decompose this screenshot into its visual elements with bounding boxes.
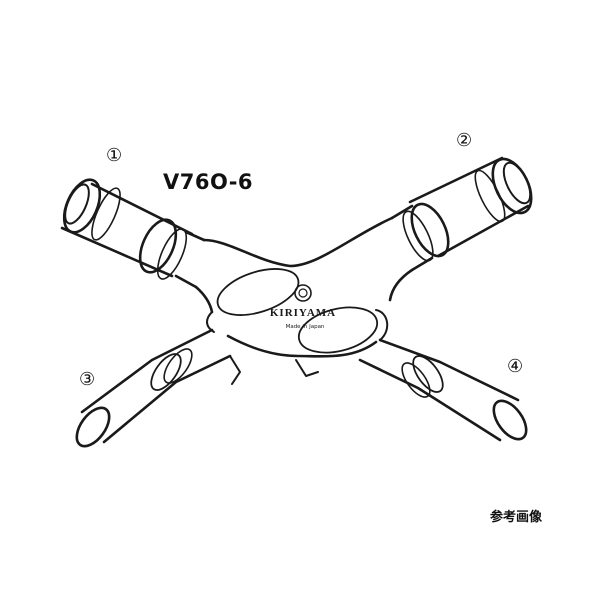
logo-brand-text: KIRIYAMA xyxy=(270,307,336,319)
arm-lower-right xyxy=(295,338,528,442)
arm-lower-left xyxy=(75,328,241,448)
model-code: V76O-6 xyxy=(163,170,254,194)
logo-emblem xyxy=(294,284,312,302)
kiriyama-logo: KIRIYAMA Made in Japan xyxy=(270,284,336,330)
port-label-4: ④ xyxy=(507,356,524,377)
arm-upper-left xyxy=(60,178,206,289)
reference-image-caption: 参考画像 xyxy=(490,510,543,525)
arm-upper-right xyxy=(390,156,533,272)
port-label-2: ② xyxy=(456,130,473,151)
logo-subtext: Made in Japan xyxy=(286,324,325,330)
port-label-3: ③ xyxy=(79,369,96,390)
port-label-1: ① xyxy=(106,145,123,166)
